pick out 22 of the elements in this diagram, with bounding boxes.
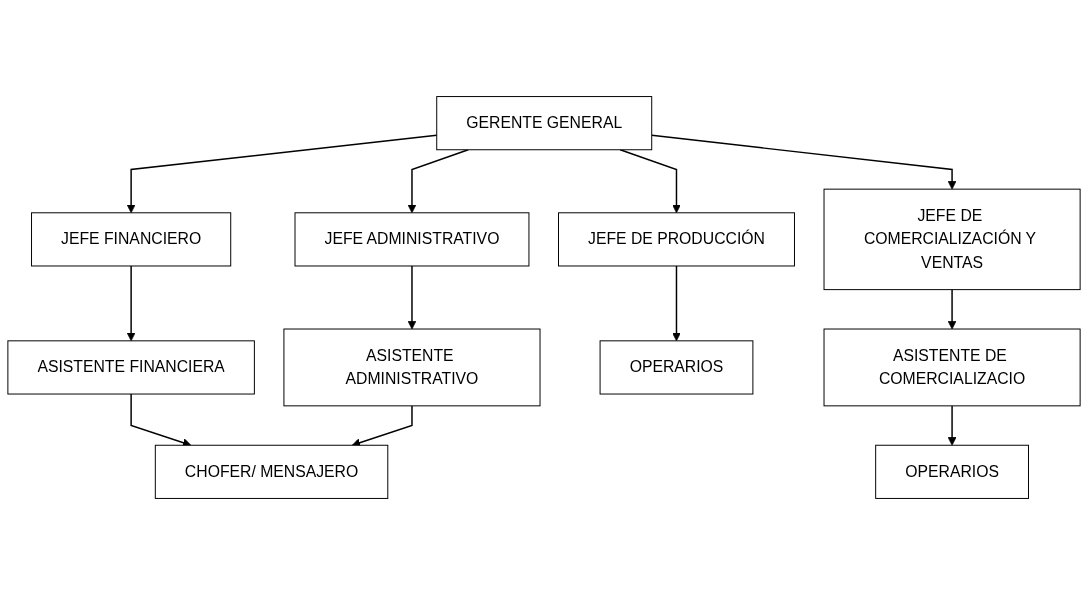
node-box: OPERARIOS — [875, 444, 1029, 499]
arrow — [351, 405, 413, 447]
arrow — [619, 149, 681, 214]
node-box: ASISTENTE ADMINISTRATIVO — [283, 328, 541, 407]
node-box: JEFE FINANCIERO — [31, 212, 232, 267]
arrow — [407, 149, 469, 214]
arrow — [407, 265, 417, 330]
arrow — [126, 134, 438, 214]
arrow — [947, 288, 957, 330]
arrow — [651, 134, 957, 190]
arrow — [130, 393, 192, 447]
node-box: JEFE ADMINISTRATIVO — [294, 212, 530, 267]
arrow — [126, 265, 136, 342]
arrow — [947, 405, 957, 446]
node-box: GERENTE GENERAL — [436, 96, 653, 151]
node-box: ASISTENTE FINANCIERA — [7, 340, 255, 395]
node-box: JEFE DE COMERCIALIZACIÓN Y VENTAS — [823, 188, 1081, 291]
node-box: ASISTENTE DE COMERCIALIZACIO — [823, 328, 1081, 407]
node-box: OPERARIOS — [599, 340, 754, 395]
arrow — [672, 265, 681, 342]
node-box: CHOFER/ MENSAJERO — [154, 444, 389, 499]
node-box: JEFE DE PRODUCCIÓN — [558, 212, 795, 267]
